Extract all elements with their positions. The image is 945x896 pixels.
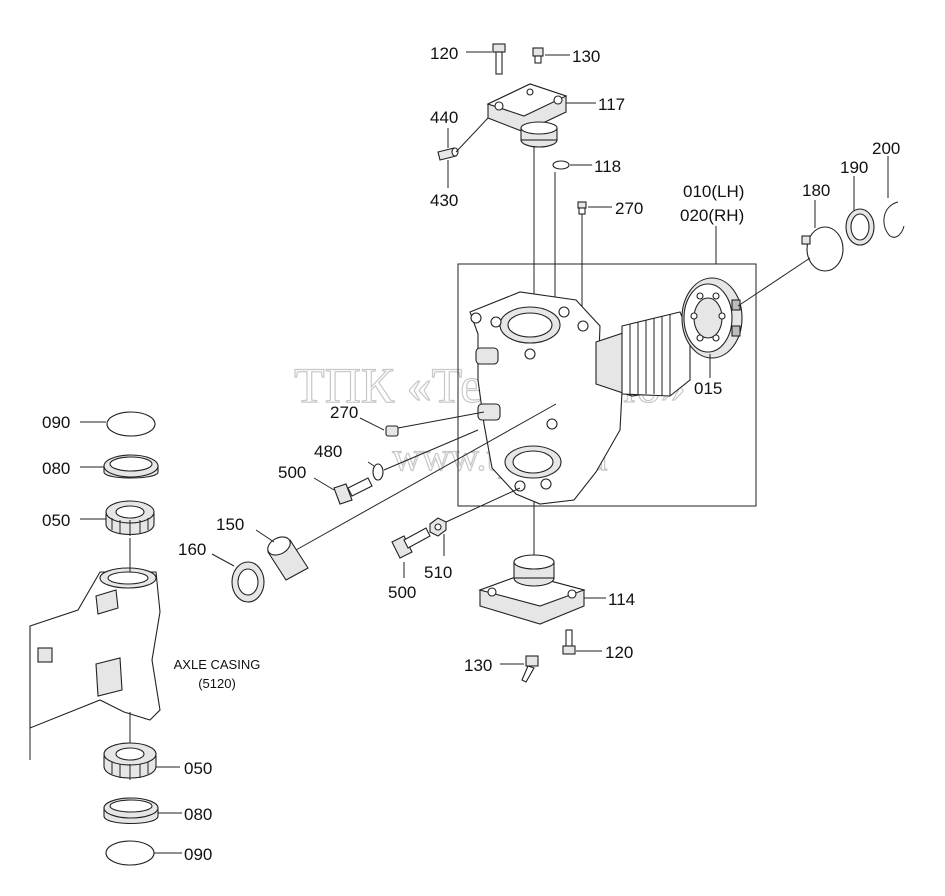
axis-510 <box>445 487 521 523</box>
callout-130-top: 130 <box>572 47 600 66</box>
grease-nipple-130-top <box>532 47 544 64</box>
axle-casing-label: AXLE CASING <box>174 657 261 672</box>
axle-casing <box>29 567 161 760</box>
grease-nipple-270-mid <box>385 425 399 437</box>
axis-480 <box>383 429 479 471</box>
callout-080-bottom: 080 <box>184 805 212 824</box>
callout-050-top: 050 <box>42 511 70 530</box>
callout-500-bottom: 500 <box>388 583 416 602</box>
thrust-washer-180 <box>801 226 844 272</box>
callout-270-mid: 270 <box>330 403 358 422</box>
grease-nipple-270-top <box>577 201 587 215</box>
grease-nipple-130-bottom <box>521 655 539 683</box>
callout-150: 150 <box>216 515 244 534</box>
o-ring-090-bottom <box>105 840 155 866</box>
callout-114: 114 <box>608 590 635 609</box>
shim-pin-440-430 <box>437 147 459 161</box>
callout-015: 015 <box>694 379 722 398</box>
callout-510: 510 <box>424 563 452 582</box>
callout-180: 180 <box>802 181 830 200</box>
king-pin-cap-114 <box>478 554 586 625</box>
steering-knuckle <box>469 291 691 505</box>
leader-160 <box>211 553 235 567</box>
callout-500-left: 500 <box>278 463 306 482</box>
callout-090-bottom: 090 <box>184 845 212 864</box>
callout-010-lh: 010(LH) <box>683 182 744 201</box>
leader-pin-cap <box>455 117 489 153</box>
leader-500-left <box>313 477 335 491</box>
bolt-120-top <box>492 43 506 75</box>
washer-480 <box>372 463 384 481</box>
king-pin-cap-117 <box>486 83 568 148</box>
leader-480 <box>367 461 375 467</box>
knuckle-group-frame <box>457 263 757 507</box>
axle-casing-ref: (5120) <box>198 676 236 691</box>
callout-117: 117 <box>598 95 625 114</box>
callout-200: 200 <box>872 139 900 158</box>
callout-020-rh: 020(RH) <box>680 206 744 225</box>
o-ring-090-top <box>106 411 156 437</box>
bolt-500-bottom <box>391 527 431 559</box>
callout-430: 430 <box>430 191 458 210</box>
callout-190: 190 <box>840 158 868 177</box>
callout-118: 118 <box>594 157 621 176</box>
leader-hub-washer <box>737 257 811 307</box>
callout-440: 440 <box>430 108 458 127</box>
axis-150 <box>295 403 557 551</box>
callout-480: 480 <box>314 442 342 461</box>
callout-120-top: 120 <box>430 44 458 63</box>
callout-090-top: 090 <box>42 413 70 432</box>
nut-510 <box>429 517 447 537</box>
leader-270-mid <box>359 417 385 431</box>
callout-270-top: 270 <box>615 199 643 218</box>
leader-150 <box>255 529 275 543</box>
seal-ring-190 <box>845 208 875 246</box>
wheel-hub-015 <box>681 277 743 359</box>
callout-080-top: 080 <box>42 459 70 478</box>
bolt-500-left <box>333 477 373 505</box>
seal-160 <box>231 561 265 603</box>
bearing-cup-080-top <box>103 454 159 479</box>
callout-120-bottom: 120 <box>605 643 633 662</box>
bearing-cone-050-bottom <box>103 742 157 780</box>
callout-160: 160 <box>178 540 206 559</box>
o-ring-118 <box>552 160 570 170</box>
bearing-cone-050-top <box>105 500 155 536</box>
snap-ring-200 <box>883 201 905 238</box>
axis-270-mid <box>397 411 485 429</box>
bearing-cup-080-bottom <box>103 797 159 824</box>
callout-130-bottom: 130 <box>464 656 492 675</box>
callout-050-bottom: 050 <box>184 759 212 778</box>
bolt-120-bottom <box>562 629 576 655</box>
